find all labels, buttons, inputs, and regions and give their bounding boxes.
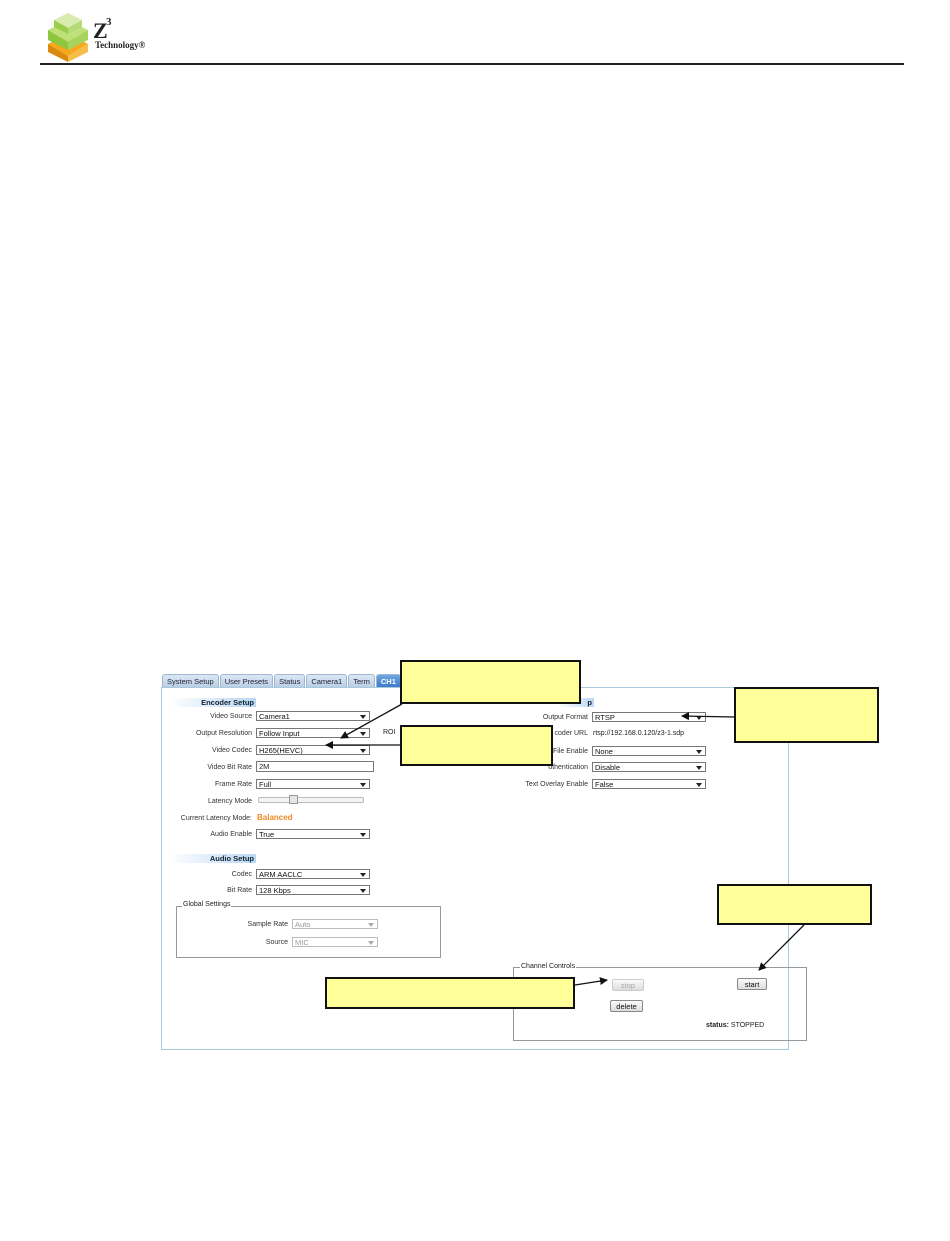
audio-enable-select[interactable]: True [256, 829, 370, 839]
authentication-select[interactable]: Disable [592, 762, 706, 772]
video-codec-select[interactable]: H265(HEVC) [256, 745, 370, 755]
audio-bit-rate-select[interactable]: 128 Kbps [256, 885, 370, 895]
status-value: STOPPED [730, 1022, 765, 1029]
chevron-down-icon [696, 716, 702, 720]
chevron-down-icon [360, 873, 366, 877]
chevron-down-icon [360, 833, 366, 837]
global-settings-group [176, 906, 441, 958]
audio-bit-rate-label: Bit Rate [227, 887, 252, 894]
current-latency-mode-value: Balanced [257, 813, 293, 822]
z3-logo-icon [48, 13, 88, 62]
audio-source-value: MIC [295, 938, 309, 947]
text-overlay-enable-value: False [595, 780, 614, 789]
output-format-label: Output Format [542, 714, 588, 721]
tab-status[interactable]: Status [274, 674, 306, 688]
text-overlay-enable-select[interactable]: False [592, 779, 706, 789]
chevron-down-icon [696, 766, 702, 770]
audio-enable-label: Audio Enable [210, 831, 252, 838]
arrow-to-output-resolution [340, 703, 403, 739]
tab-user-presets[interactable]: User Presets [219, 674, 274, 688]
video-source-value: Camera1 [259, 712, 290, 721]
video-source-label: Video Source [210, 713, 252, 720]
chevron-down-icon [696, 783, 702, 787]
sample-rate-select[interactable]: Auto [292, 919, 378, 929]
sample-rate-value: Auto [295, 920, 311, 929]
frame-rate-value: Full [259, 780, 272, 789]
audio-codec-label: Codec [231, 871, 252, 878]
video-bit-rate-label: Video Bit Rate [207, 764, 252, 771]
file-enable-select[interactable]: None [592, 746, 706, 756]
decoder-url-value: rtsp://192.168.0.120/z3-1.sdp [593, 730, 685, 737]
channel-status: status: STOPPED [706, 1022, 764, 1029]
callout-stop-delete [325, 977, 575, 1009]
tab-system-setup[interactable]: System Setup [162, 674, 219, 688]
arrow-to-output-format [681, 712, 735, 721]
audio-codec-select[interactable]: ARM AACLC [256, 869, 370, 879]
chevron-down-icon [360, 732, 366, 736]
audio-codec-value: ARM AACLC [259, 870, 303, 879]
chevron-down-icon [696, 750, 702, 754]
header-divider [40, 63, 904, 65]
authentication-value: Disable [595, 763, 621, 772]
audio-enable-value: True [259, 830, 275, 839]
current-latency-mode-label: Current Latency Mode: [180, 815, 252, 822]
latency-mode-slider[interactable] [258, 797, 364, 803]
sample-rate-label: Sample Rate [247, 921, 288, 928]
brand-name: Z 3 Technology® [93, 16, 145, 50]
global-settings-legend: Global Settings [182, 901, 232, 908]
brand-text: Technology® [95, 40, 146, 50]
tab-term[interactable]: Term [348, 674, 375, 688]
callout-output-resolution [400, 660, 581, 704]
brand-superscript: 3 [106, 16, 112, 28]
tab-bar: System Setup User Presets Status Camera1… [162, 674, 401, 688]
video-codec-label: Video Codec [212, 747, 252, 754]
audio-source-select[interactable]: MIC [292, 937, 378, 947]
roi-label: ROI [383, 729, 396, 736]
frame-rate-label: Frame Rate [215, 781, 252, 788]
tab-camera1[interactable]: Camera1 [306, 674, 348, 688]
chevron-down-icon [360, 783, 366, 787]
text-overlay-enable-label: Text Overlay Enable [525, 781, 588, 788]
chevron-down-icon [360, 749, 366, 753]
delete-button[interactable]: delete [610, 1000, 643, 1012]
frame-rate-select[interactable]: Full [256, 779, 370, 789]
output-format-value: RTSP [595, 713, 615, 722]
file-enable-label: File Enable [552, 748, 588, 755]
video-bit-rate-input[interactable]: 2M [256, 761, 374, 772]
chevron-down-icon [360, 889, 366, 893]
channel-controls-legend: Channel Controls [520, 963, 577, 970]
arrow-to-stop-button [574, 977, 608, 986]
status-label: status: [706, 1022, 729, 1029]
chevron-down-icon [368, 941, 374, 945]
output-resolution-value: Follow Input [259, 729, 300, 738]
audio-source-label: Source [265, 939, 288, 946]
chevron-down-icon [368, 923, 374, 927]
authentication-label: uthentication [548, 764, 588, 771]
callout-start-button [717, 884, 872, 925]
video-source-select[interactable]: Camera1 [256, 711, 370, 721]
video-codec-value: H265(HEVC) [259, 746, 303, 755]
decoder-url-label: coder URL [554, 730, 588, 737]
start-button[interactable]: start [737, 978, 767, 990]
chevron-down-icon [360, 715, 366, 719]
encoder-setup-heading: Encoder Setup [170, 698, 256, 707]
output-resolution-label: Output Resolution [195, 730, 252, 737]
arrow-to-start-button [758, 924, 805, 971]
callout-video-codec [400, 725, 553, 766]
callout-output-format [734, 687, 879, 743]
output-resolution-select[interactable]: Follow Input [256, 728, 370, 738]
brand-mark: Z [93, 18, 108, 43]
stop-button[interactable]: stop [612, 979, 644, 991]
latency-mode-slider-handle[interactable] [289, 795, 298, 804]
file-enable-value: None [595, 747, 613, 756]
latency-mode-label: Latency Mode [208, 798, 252, 805]
audio-setup-heading: Audio Setup [170, 854, 256, 863]
audio-bit-rate-value: 128 Kbps [259, 886, 291, 895]
